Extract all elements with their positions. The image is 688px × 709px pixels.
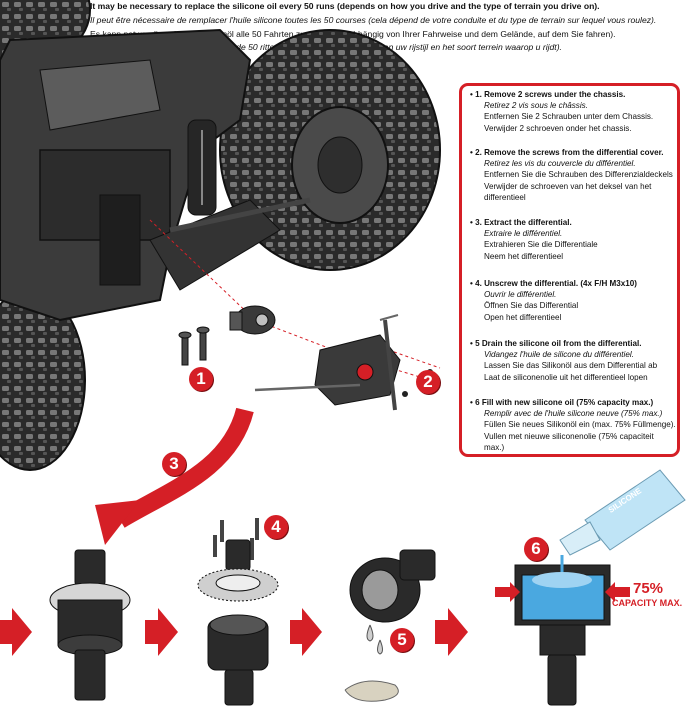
header-line-en: It may be necessary to replace the silic… — [90, 1, 600, 11]
badge-step-6: 6 — [524, 537, 548, 561]
badge-step-4: 4 — [264, 515, 288, 539]
step-1: • 1. Remove 2 screws under the chassis. … — [470, 90, 654, 133]
differential-housing — [254, 314, 433, 411]
badge-step-3: 3 — [162, 452, 186, 476]
step-5: • 5 Drain the silicone oil from the diff… — [470, 339, 658, 382]
badge-step-5: 5 — [390, 628, 414, 652]
diff-exploded — [197, 518, 279, 706]
diff-filling — [514, 555, 611, 706]
differential-top — [229, 305, 276, 335]
silicone-bottle-icon — [559, 469, 686, 556]
capacity-label: CAPACITY MAX. — [612, 598, 683, 608]
header-line-fr: Il peut être nécessaire de remplacer l'h… — [90, 14, 657, 25]
step-2: • 2. Remove the screws from the differen… — [470, 148, 673, 202]
diff-assembled — [49, 549, 131, 701]
step-4: • 4. Unscrew the differential. (4x F/H M… — [470, 279, 638, 322]
badge-step-2: 2 — [416, 370, 440, 394]
arrow-3 — [115, 407, 254, 528]
step-3: • 3. Extract the differential. Extraire … — [470, 218, 598, 261]
screws-under-chassis — [178, 326, 210, 366]
badge-step-1: 1 — [189, 367, 213, 391]
step-6: • 6 Fill with new silicone oil (75% capa… — [470, 398, 676, 452]
capacity-percent: 75% — [633, 580, 664, 597]
diff-draining — [344, 549, 436, 702]
instructions-panel: • 1. Remove 2 screws under the chassis. … — [459, 83, 680, 457]
flow-arrows — [0, 608, 468, 656]
